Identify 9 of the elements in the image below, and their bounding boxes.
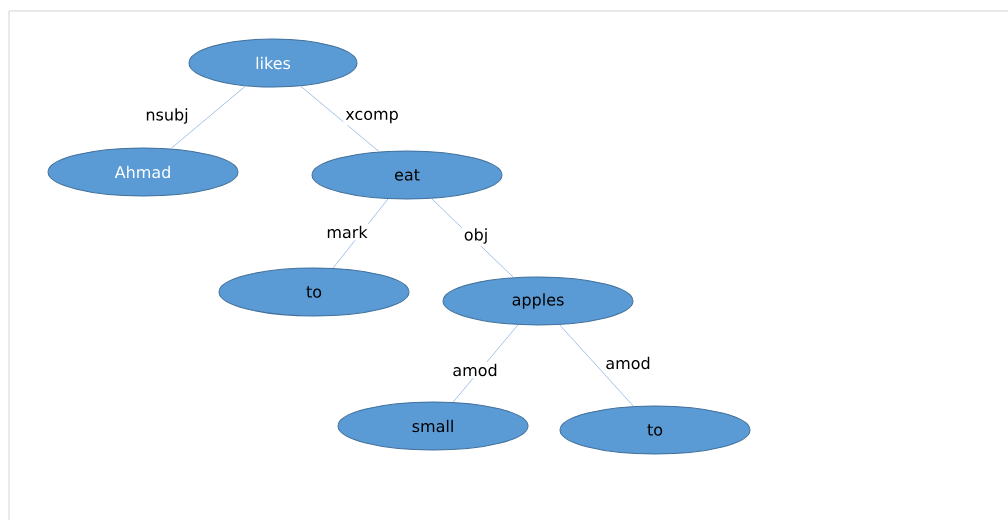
edge-label: amod (450, 361, 500, 379)
edge-label: obj (461, 226, 491, 246)
edge-label: nsubj (143, 106, 191, 126)
connector-line (170, 85, 246, 149)
edge-label: mark (324, 223, 370, 241)
edge-label: xcomp (343, 108, 401, 126)
connector-line (300, 85, 380, 152)
edge-label: amod (603, 354, 653, 372)
connector-line (559, 324, 634, 407)
